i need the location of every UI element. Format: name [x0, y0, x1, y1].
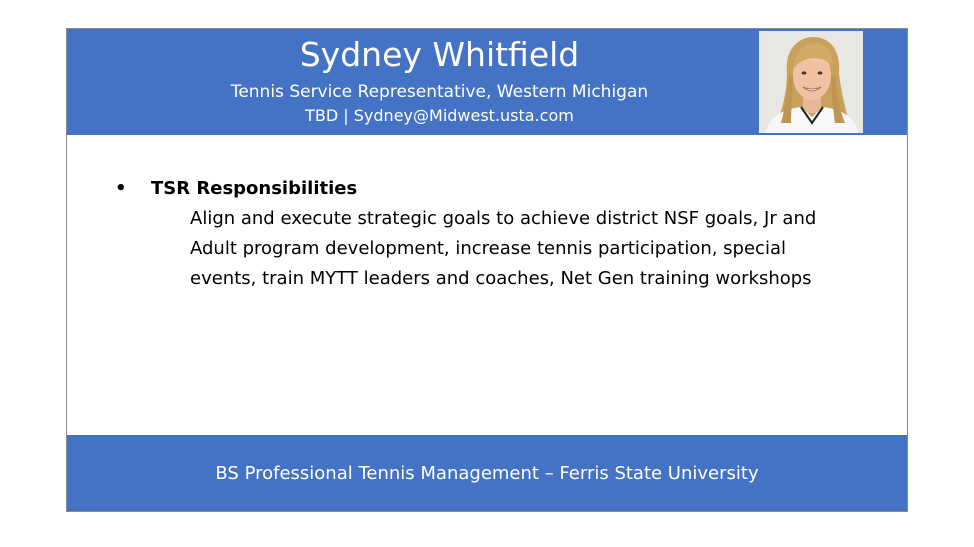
- slide: Sydney Whitfield Tennis Service Represen…: [66, 28, 908, 512]
- person-name: Sydney Whitfield: [299, 35, 580, 74]
- job-title: Tennis Service Representative, Western M…: [230, 82, 649, 102]
- bullet-heading-row: • TSR Responsibilities: [115, 177, 357, 201]
- section-heading: TSR Responsibilities: [151, 178, 358, 199]
- header-banner: Sydney Whitfield Tennis Service Represen…: [67, 29, 907, 135]
- bullet-icon: •: [115, 178, 127, 199]
- responsibilities-text: Align and execute strategic goals to ach…: [190, 208, 817, 289]
- footer-banner: BS Professional Tennis Management – Ferr…: [67, 435, 907, 511]
- content-area: • TSR Responsibilities Align and execute …: [67, 135, 907, 435]
- contact-info: TBD | Sydney@Midwest.usta.com: [305, 106, 574, 125]
- education-degree: BS Professional Tennis Management – Ferr…: [215, 463, 759, 484]
- profile-photo: [759, 31, 863, 133]
- portrait-illustration: [759, 31, 863, 133]
